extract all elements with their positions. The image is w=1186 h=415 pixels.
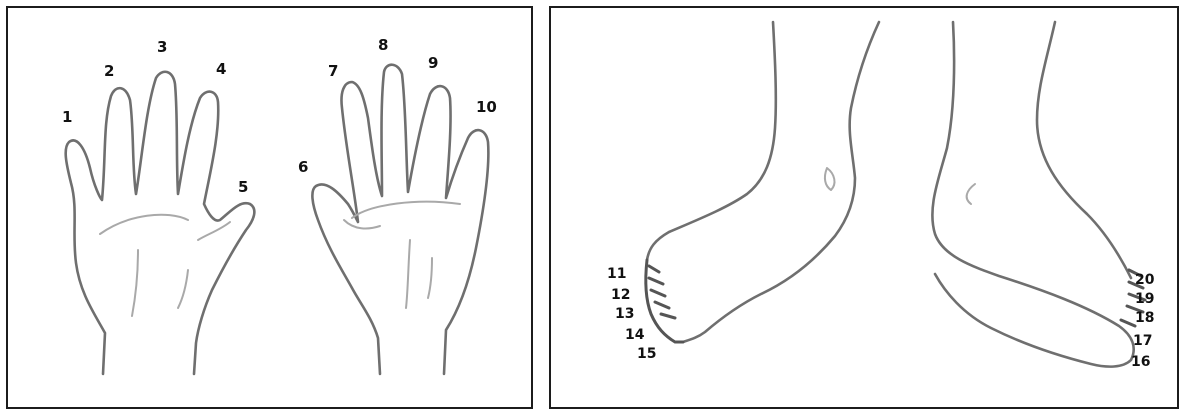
left-foot-outline-top bbox=[647, 22, 776, 260]
right-foot-outline-front bbox=[1037, 22, 1131, 278]
toe-label-13: 13 bbox=[615, 306, 634, 322]
left-hand-palm-crease-mid bbox=[132, 250, 138, 316]
hands-drawing: 1 2 3 4 5 6 7 8 9 10 bbox=[8, 8, 533, 409]
left-hand-outline bbox=[66, 72, 255, 374]
right-hand-palm-crease-side bbox=[428, 258, 432, 298]
finger-label-1: 1 bbox=[62, 108, 72, 126]
finger-label-9: 9 bbox=[428, 54, 438, 72]
toe-label-16: 16 bbox=[1131, 354, 1150, 370]
finger-label-4: 4 bbox=[216, 60, 226, 78]
right-foot-ankle-bone bbox=[967, 184, 975, 204]
right-hand bbox=[312, 65, 488, 374]
right-hand-thumb-crease bbox=[344, 220, 380, 228]
right-foot-outline-heel bbox=[932, 22, 1133, 367]
left-foot bbox=[646, 22, 879, 342]
finger-label-3: 3 bbox=[157, 38, 167, 56]
left-hand-thumb-crease bbox=[198, 222, 230, 240]
feet-drawing: 11 12 13 14 15 16 17 18 19 20 bbox=[551, 8, 1179, 409]
toe-label-14: 14 bbox=[625, 327, 645, 343]
left-foot-toe-lines bbox=[649, 266, 675, 318]
toe-label-12: 12 bbox=[611, 287, 630, 303]
left-hand-palm-crease-side bbox=[178, 270, 188, 308]
finger-label-6: 6 bbox=[298, 158, 308, 176]
right-hand-palm-crease-mid bbox=[406, 240, 410, 308]
finger-label-2: 2 bbox=[104, 62, 114, 80]
left-hand-palm-crease-top bbox=[100, 215, 188, 234]
left-foot-outline-bottom bbox=[683, 22, 879, 342]
right-foot bbox=[932, 22, 1145, 367]
right-hand-outline bbox=[312, 65, 488, 374]
left-foot-ankle-bone bbox=[825, 168, 835, 190]
right-hand-palm-crease-top bbox=[352, 202, 460, 218]
left-hand bbox=[66, 72, 255, 374]
toe-label-15: 15 bbox=[637, 346, 656, 362]
finger-label-5: 5 bbox=[238, 178, 248, 196]
toe-label-20: 20 bbox=[1135, 272, 1155, 288]
finger-label-10: 10 bbox=[476, 98, 497, 116]
hands-panel: 1 2 3 4 5 6 7 8 9 10 bbox=[6, 6, 533, 409]
toe-label-19: 19 bbox=[1135, 291, 1154, 307]
toe-label-17: 17 bbox=[1133, 333, 1152, 349]
finger-label-8: 8 bbox=[378, 36, 388, 54]
toe-label-18: 18 bbox=[1135, 310, 1154, 326]
feet-panel: 11 12 13 14 15 16 17 18 19 20 bbox=[549, 6, 1179, 409]
toe-label-11: 11 bbox=[607, 266, 626, 282]
left-foot-toes-edge bbox=[646, 260, 683, 342]
finger-label-7: 7 bbox=[328, 62, 338, 80]
